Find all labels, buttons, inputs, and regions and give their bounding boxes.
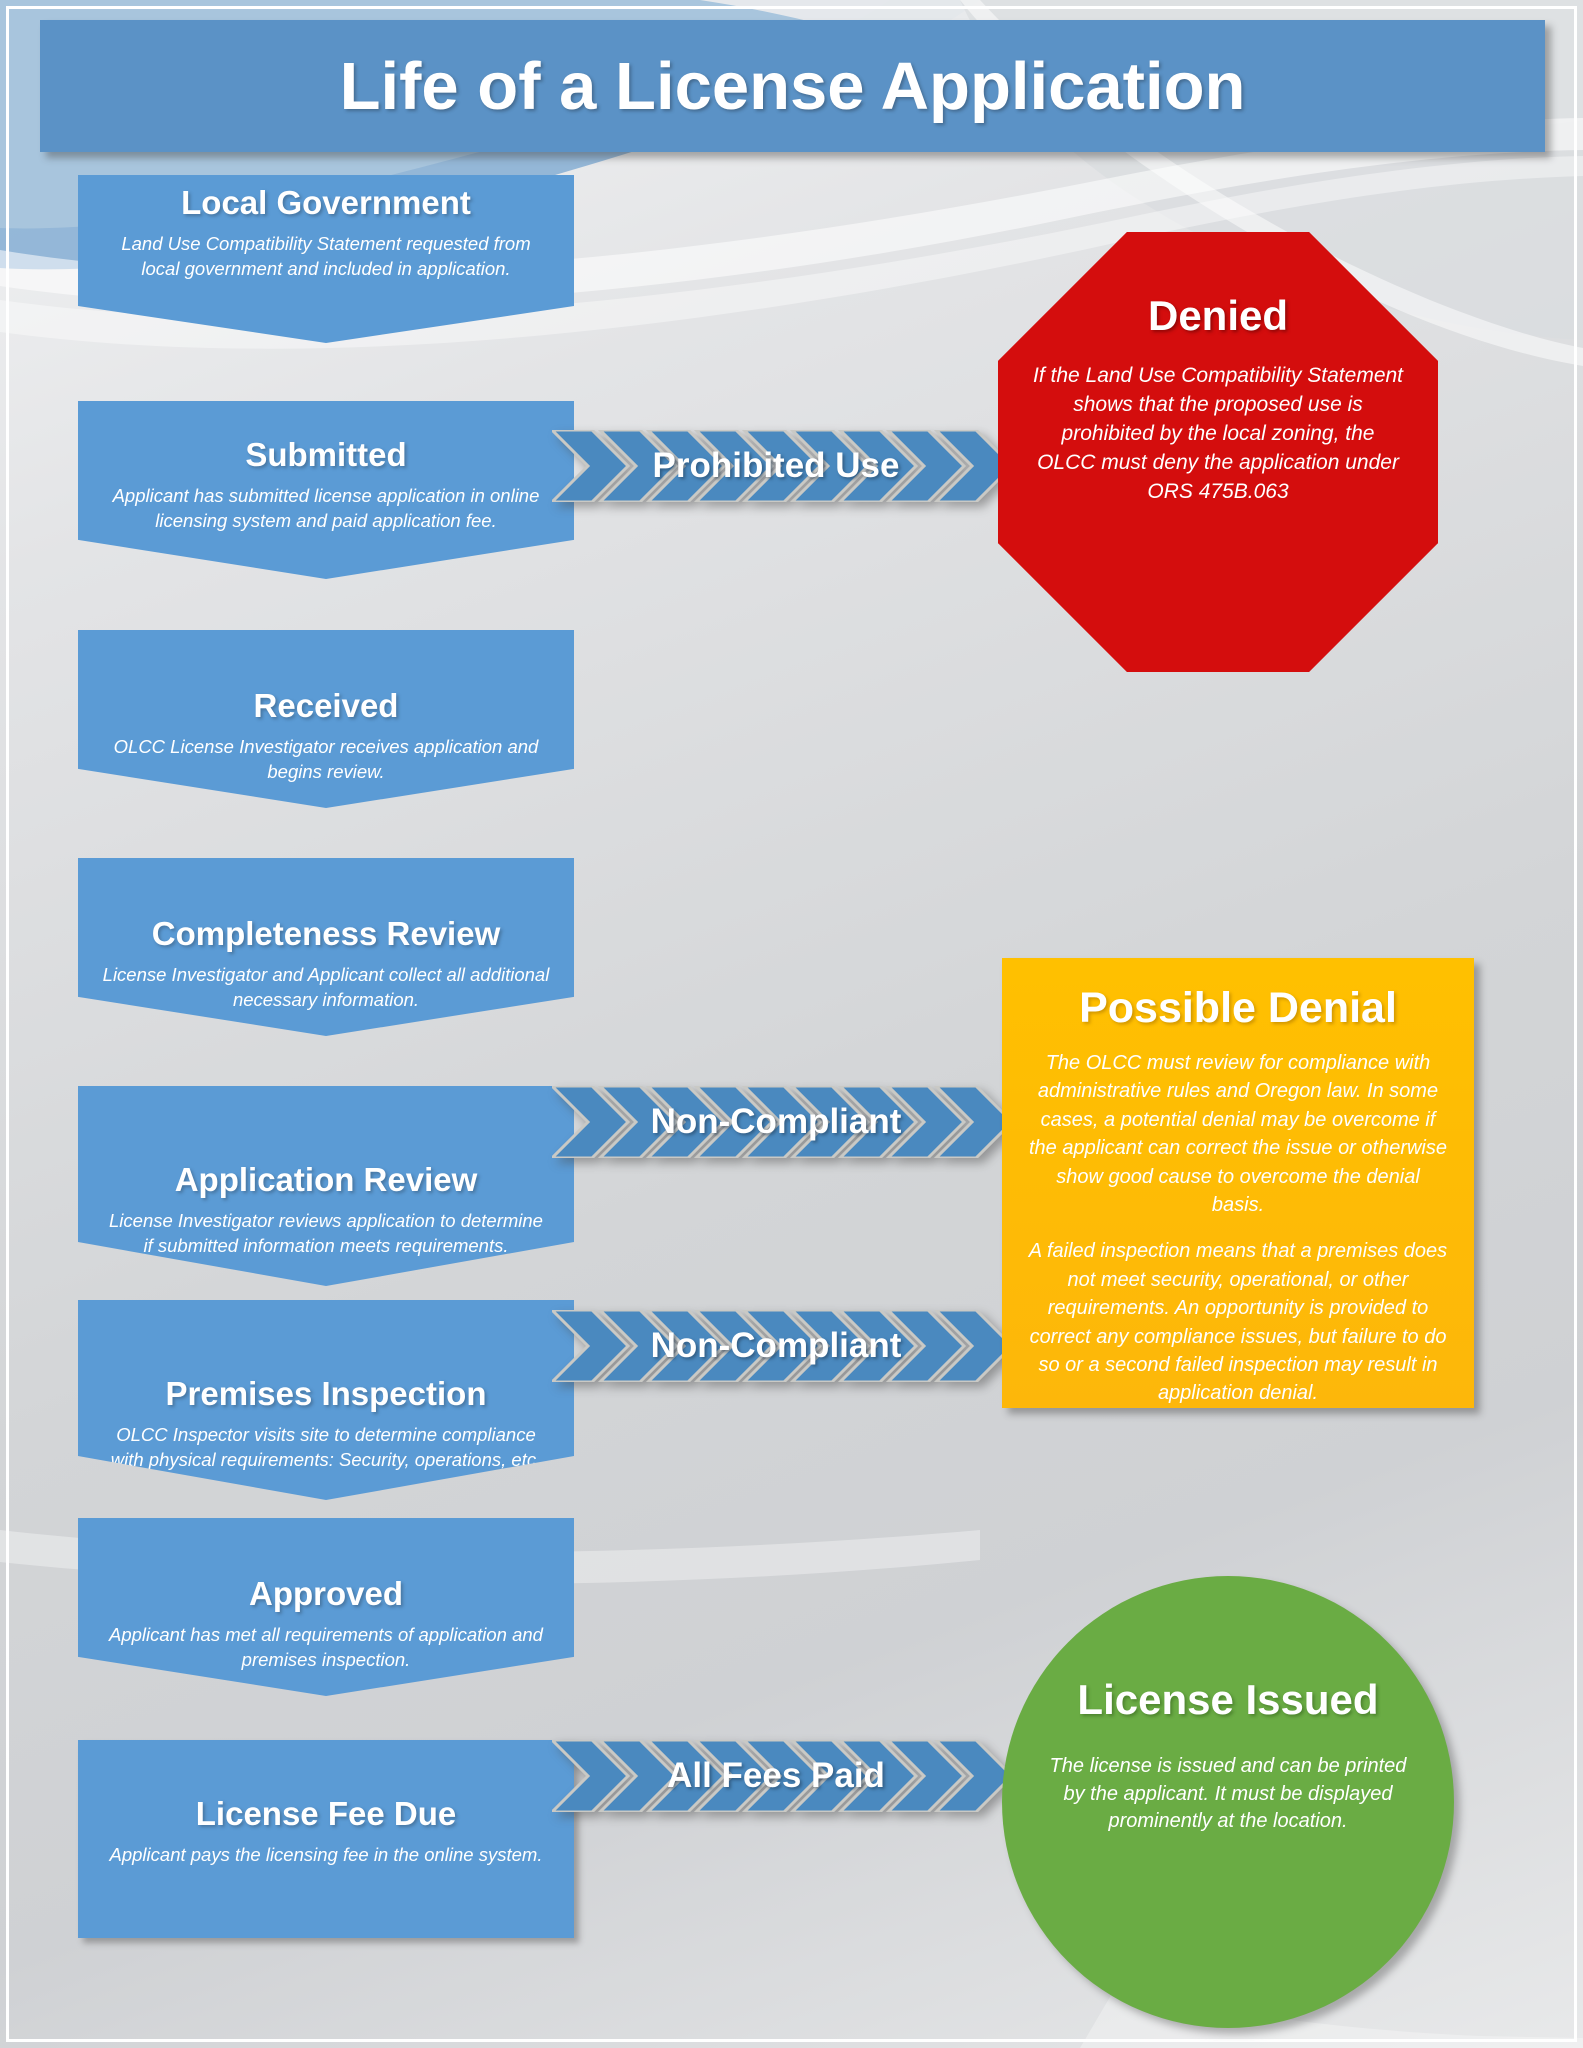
step-description: OLCC License Investigator receives appli… <box>113 736 539 782</box>
flow-step-premises-inspection[interactable]: Premises Inspection OLCC Inspector visit… <box>78 1300 574 1500</box>
step-description: Land Use Compatibility Statement request… <box>121 233 531 279</box>
flow-step-received[interactable]: Received OLCC License Investigator recei… <box>78 630 574 808</box>
outcome-description: If the Land Use Compatibility Statement … <box>1032 364 1404 503</box>
step-title: Completeness Review <box>151 915 501 952</box>
outcome-title: Denied <box>1147 292 1289 339</box>
step-description: OLCC Inspector visits site to determine … <box>110 1424 542 1470</box>
outcome-license-issued[interactable]: License Issued The license is issued and… <box>1002 1576 1454 2028</box>
chevron-arrow-icon <box>552 1086 1015 1158</box>
arrow-non-compliant-premises[interactable]: Non-Compliant <box>552 1310 1022 1382</box>
step-description: License Investigator and Applicant colle… <box>102 964 550 1010</box>
slide-title-bar: Life of a License Application <box>40 20 1545 152</box>
step-description: Applicant has submitted license applicat… <box>112 485 540 531</box>
flow-step-application-review[interactable]: Application Review License Investigator … <box>78 1086 574 1286</box>
step-description: Applicant has met all requirements of ap… <box>109 1624 543 1670</box>
chevron-arrow-icon <box>552 430 1015 502</box>
outcome-title: License Issued <box>1077 1676 1379 1723</box>
outcome-title: Possible Denial <box>1079 984 1397 1032</box>
step-title: Local Government <box>181 184 471 221</box>
flow-step-completeness-review[interactable]: Completeness Review License Investigator… <box>78 858 574 1036</box>
step-title: Premises Inspection <box>165 1375 487 1412</box>
flow-step-license-fee-due[interactable]: License Fee Due Applicant pays the licen… <box>78 1740 574 1938</box>
arrow-non-compliant-application[interactable]: Non-Compliant <box>552 1086 1022 1158</box>
outcome-description: The license is issued and can be printed… <box>1049 1755 1407 1833</box>
step-description: License Investigator reviews application… <box>109 1210 543 1256</box>
step-title: License Fee Due <box>195 1795 457 1832</box>
arrow-all-fees-paid[interactable]: All Fees Paid <box>552 1740 1022 1812</box>
outcome-possible-denial[interactable]: Possible Denial The OLCC must review for… <box>1002 958 1474 1408</box>
flow-step-submitted[interactable]: Submitted Applicant has submitted licens… <box>78 401 574 579</box>
outcome-description-1: The OLCC must review for compliance with… <box>1029 1052 1447 1216</box>
chevron-arrow-icon <box>552 1310 1015 1382</box>
step-description: Applicant pays the licensing fee in the … <box>109 1844 543 1866</box>
arrow-prohibited-use[interactable]: Prohibited Use <box>552 430 1022 502</box>
step-title: Approved <box>248 1575 403 1612</box>
chevron-arrow-icon <box>552 1740 1015 1812</box>
page-title: Life of a License Application <box>339 48 1246 124</box>
outcome-denied[interactable]: Denied If the Land Use Compatibility Sta… <box>998 232 1438 672</box>
step-title: Submitted <box>245 436 407 473</box>
step-title: Application Review <box>174 1161 478 1198</box>
outcome-description-2: A failed inspection means that a premise… <box>1028 1240 1448 1405</box>
flow-step-approved[interactable]: Approved Applicant has met all requireme… <box>78 1518 574 1696</box>
step-title: Received <box>253 687 399 724</box>
flow-step-local-government[interactable]: Local Government Land Use Compatibility … <box>78 175 574 343</box>
